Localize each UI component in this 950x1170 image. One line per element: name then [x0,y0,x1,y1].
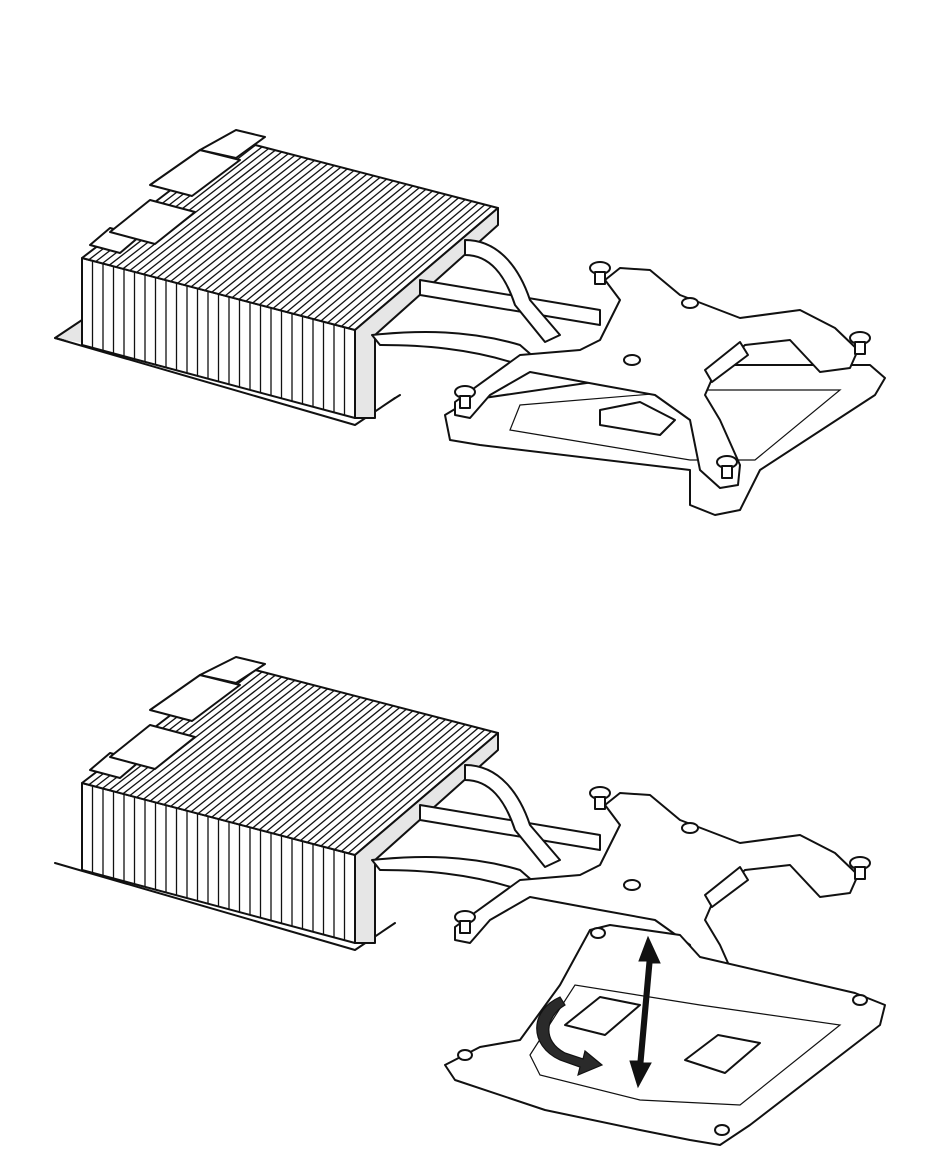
frame-post [715,1125,729,1135]
heat-pipe-icon [372,332,535,365]
frame-post [853,995,867,1005]
heatsink-installed-svg [0,0,950,560]
bracket-post [682,298,698,308]
bracket-post [682,823,698,833]
frame-post [591,928,605,938]
bracket-post [624,880,640,890]
heatsink-removal-svg [0,585,950,1170]
heat-pipe-icon [372,857,535,890]
cpu-socket-frame-icon [445,925,885,1145]
heatsink-removal-illustration [0,585,950,1170]
heatsink-assembly [55,657,498,950]
heatsink-assembly [55,130,498,425]
frame-post [458,1050,472,1060]
heatsink-installed-illustration [0,0,950,560]
bracket-post [624,355,640,365]
socket-frame [445,925,885,1145]
